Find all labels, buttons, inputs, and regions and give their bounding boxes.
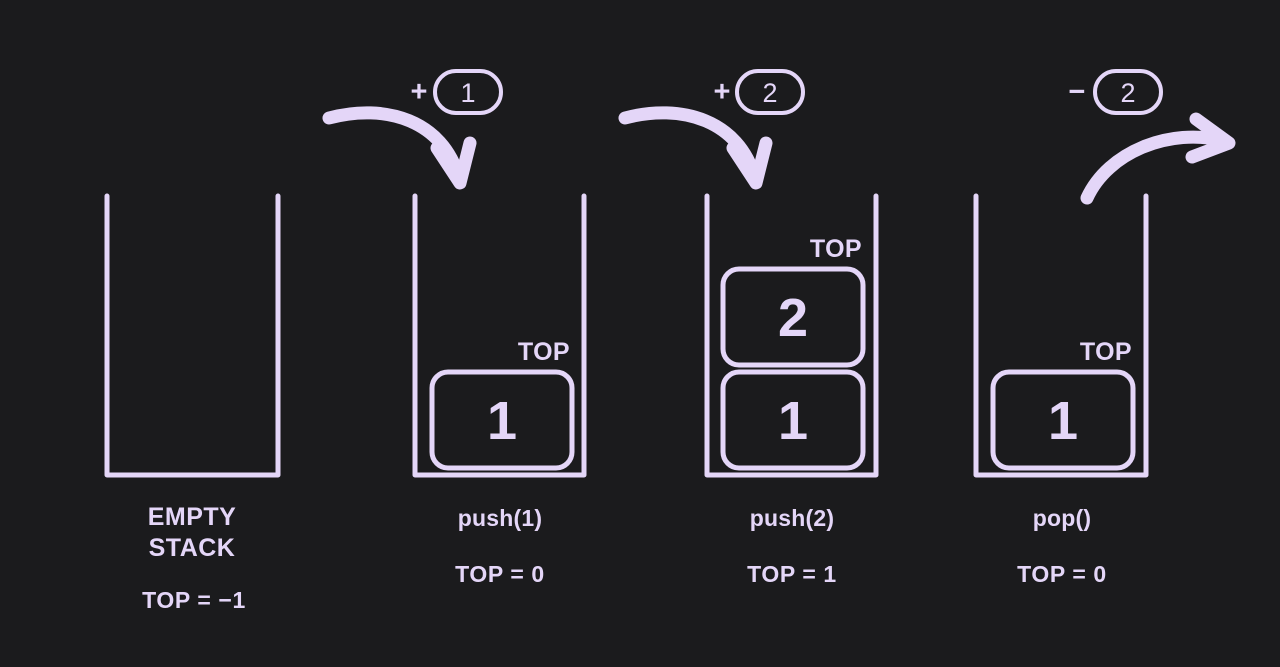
push-arrow-1 [322,106,477,190]
pop-arrow [1080,112,1236,205]
caption-empty-line2: STACK [149,534,236,562]
caption-operation: pop() [1033,505,1091,531]
stack-cell-value: 1 [778,391,808,451]
stack-pop: − 2 TOP 1 pop() TOP = 0 [973,69,1236,587]
caption-empty-line1: EMPTY [148,503,237,531]
operation-badge-pop: − 2 [1069,69,1163,115]
top-pointer-label: TOP [810,235,862,263]
stack-cell-value: 2 [778,288,808,348]
badge-pill-outline [735,69,805,115]
caption-top-index: TOP = −1 [142,587,246,613]
badge-pill-outline [433,69,503,115]
caption-top-index: TOP = 0 [1017,561,1107,587]
badge-sign-plus: + [714,76,731,108]
operation-badge-push-2: + 2 [714,69,805,115]
caption-operation: push(1) [458,505,542,531]
stack-cell: 1 [720,369,866,471]
stack-push-1: + 1 TOP 1 push(1) TOP = 0 [322,69,587,587]
stack-cell-outline [720,369,866,471]
stack-empty: EMPTY STACK TOP = −1 [104,193,281,613]
push-arrow-head-1 [430,136,477,190]
stack-cell-value: 1 [487,391,517,451]
stack-push-2: + 2 TOP 2 1 push(2) TOP = 1 [618,69,879,587]
stack-cell-outline [990,369,1136,471]
caption-operation: push(2) [750,505,834,531]
badge-value: 1 [460,78,475,108]
badge-value: 2 [1120,78,1135,108]
stack-cell-value: 1 [1048,391,1078,451]
pop-arrow-curve [1080,130,1231,205]
push-arrow-2 [618,106,773,190]
stack-cell: 1 [429,369,575,471]
top-pointer-label: TOP [518,338,570,366]
badge-sign-minus: − [1069,76,1086,108]
badge-value: 2 [762,78,777,108]
stack-container-outline [973,193,1149,478]
badge-sign-plus: + [411,76,428,108]
stack-container-outline [104,193,281,478]
stack-cell-outline [720,266,866,368]
push-arrow-head-2 [726,136,773,190]
top-pointer-label: TOP [1080,338,1132,366]
caption-top-index: TOP = 1 [747,561,837,587]
stack-cell: 1 [990,369,1136,471]
stack-cell: 2 [720,266,866,368]
stack-cell-outline [429,369,575,471]
operation-badge-push-1: + 1 [411,69,503,115]
pop-arrow-head [1185,112,1236,164]
badge-pill-outline [1093,69,1163,115]
stack-container-outline [412,193,587,478]
stack-container-outline [704,193,879,478]
caption-top-index: TOP = 0 [455,561,545,587]
